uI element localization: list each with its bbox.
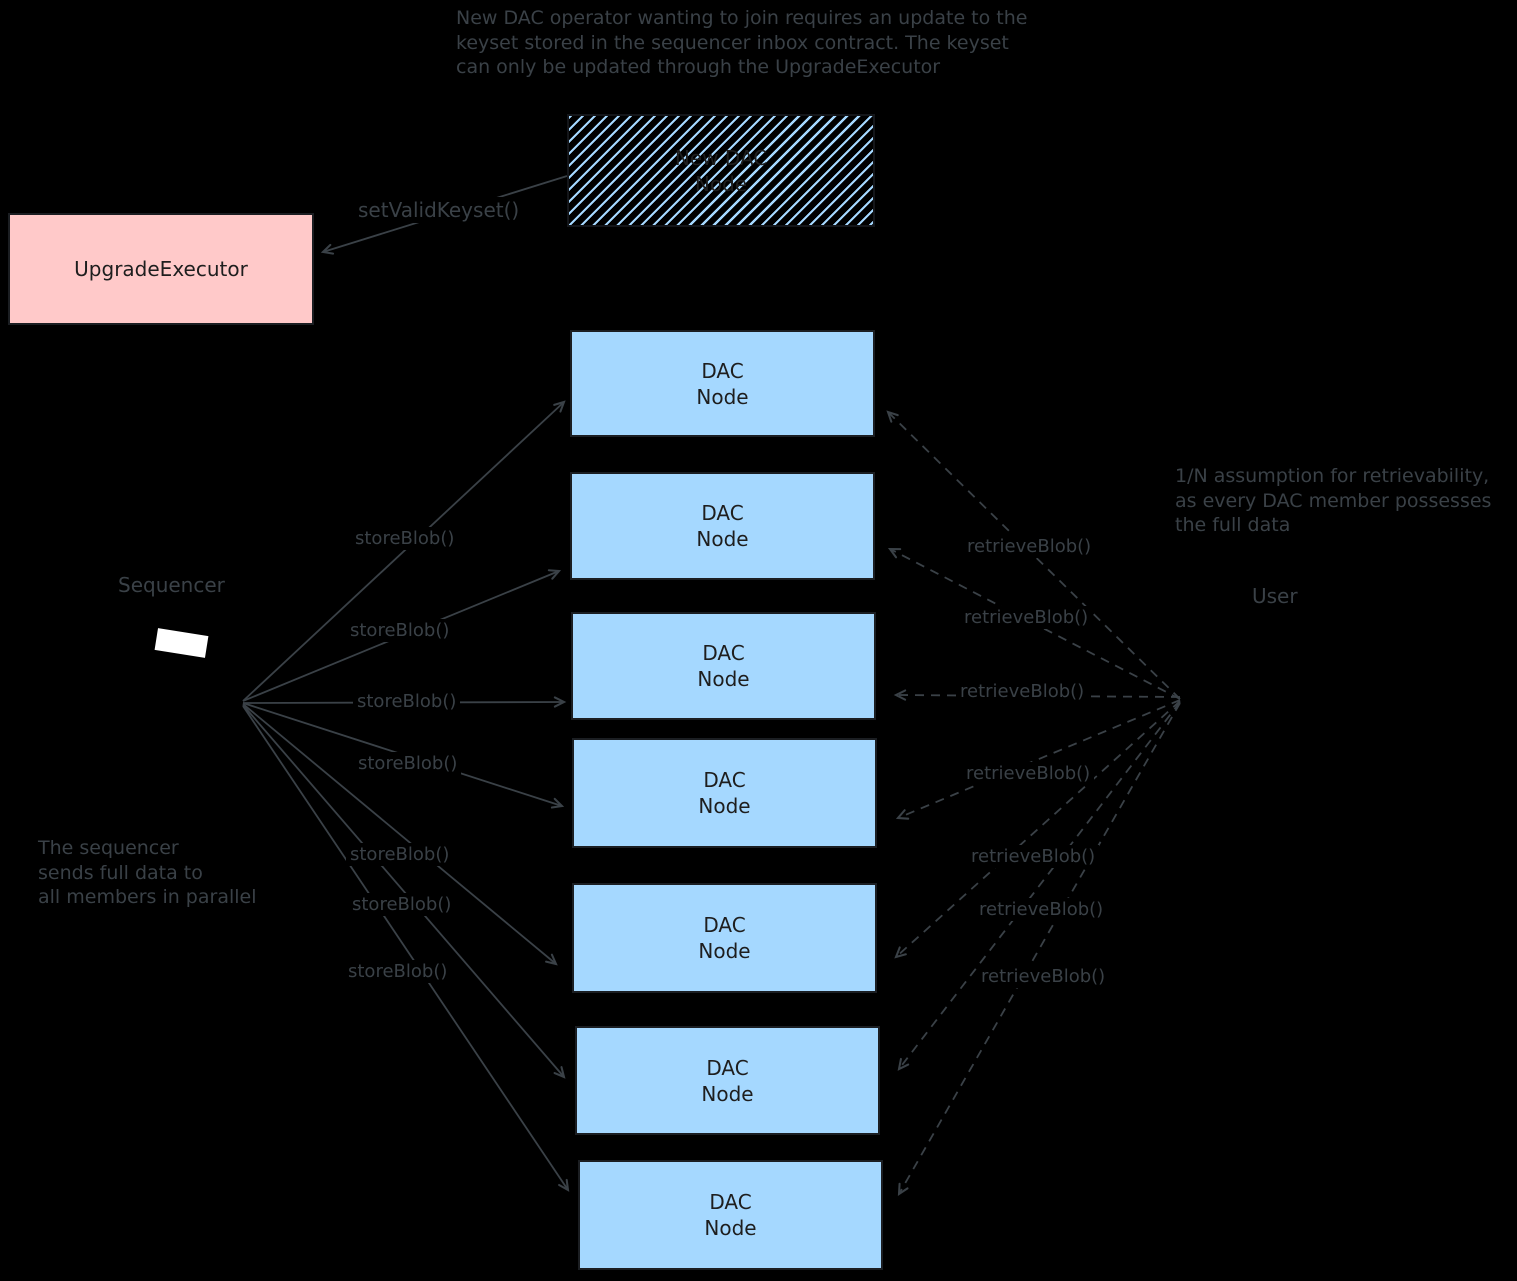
dac-node-box: DAC Node bbox=[570, 330, 875, 437]
dac-node-box: DAC Node bbox=[572, 883, 877, 993]
dac-node-label-line2: Node bbox=[697, 667, 750, 691]
dac-node-label-line2: Node bbox=[701, 1081, 754, 1106]
dac-node-label-line1: DAC bbox=[703, 913, 746, 937]
dac-node-box: DAC Node bbox=[578, 1160, 883, 1270]
set-valid-keyset-label: setValidKeyset() bbox=[354, 197, 524, 223]
dac-node-label-line1: DAC bbox=[701, 501, 744, 525]
store-blob-label: storeBlob() bbox=[344, 960, 452, 983]
retrieve-blob-label: retrieveBlob() bbox=[977, 965, 1110, 988]
dac-node-label-line1: DAC bbox=[701, 358, 744, 383]
annotation-line: New DAC operator wanting to join require… bbox=[456, 7, 1028, 29]
store-blob-label: storeBlob() bbox=[353, 690, 461, 713]
store-blob-label: storeBlob() bbox=[351, 527, 459, 550]
retrieve-blob-label: retrieveBlob() bbox=[956, 680, 1089, 703]
sequencer-label: Sequencer bbox=[118, 573, 225, 597]
retrieve-blob-arrow bbox=[886, 410, 1181, 700]
retrieve-blob-label: retrieveBlob() bbox=[967, 845, 1100, 868]
new-dac-node-label-line1: New DAC bbox=[674, 145, 768, 170]
store-blob-arrow bbox=[242, 704, 566, 1079]
annotation-line: all members in parallel bbox=[38, 886, 257, 908]
dac-node-box: DAC Node bbox=[570, 472, 875, 580]
store-blob-label: storeBlob() bbox=[348, 893, 456, 916]
annotation-line: as every DAC member possesses bbox=[1175, 489, 1492, 512]
upgrade-executor-label: UpgradeExecutor bbox=[74, 257, 248, 281]
dac-node-box: DAC Node bbox=[571, 612, 876, 720]
store-blob-arrow bbox=[242, 400, 566, 702]
retrieve-blob-label: retrieveBlob() bbox=[963, 535, 1096, 558]
annotation-retrievability: 1/N assumption for retrievability, as ev… bbox=[1175, 464, 1491, 538]
user-label: User bbox=[1252, 584, 1298, 608]
retrieve-blob-arrow bbox=[895, 699, 1181, 820]
retrieve-blob-label: retrieveBlob() bbox=[962, 762, 1095, 785]
annotation-line: keyset stored in the sequencer inbox con… bbox=[456, 31, 1009, 54]
dac-node-label-line2: Node bbox=[698, 939, 751, 963]
retrieve-blob-label: retrieveBlob() bbox=[975, 898, 1108, 921]
annotation-keyset-update: New DAC operator wanting to join require… bbox=[456, 6, 1027, 80]
dac-node-label-line2: Node bbox=[704, 1216, 757, 1240]
upgrade-executor-box: UpgradeExecutor bbox=[8, 213, 314, 325]
retrieve-blob-arrow bbox=[897, 702, 1181, 1196]
annotation-line: can only be updated through the UpgradeE… bbox=[456, 56, 941, 78]
dac-node-label-line1: DAC bbox=[709, 1190, 752, 1214]
dac-node-label-line1: DAC bbox=[706, 1055, 749, 1080]
dac-node-box: DAC Node bbox=[572, 738, 877, 848]
dac-node-label-line2: Node bbox=[698, 794, 751, 818]
annotation-line: The sequencer bbox=[38, 837, 179, 859]
retrieve-blob-label: retrieveBlob() bbox=[960, 606, 1093, 629]
annotation-line: 1/N assumption for retrievability, bbox=[1175, 465, 1490, 487]
store-blob-label: storeBlob() bbox=[346, 843, 454, 866]
store-blob-arrow bbox=[242, 703, 558, 966]
dac-node-label-line2: Node bbox=[696, 527, 749, 551]
store-blob-label: storeBlob() bbox=[346, 619, 454, 642]
new-dac-node-box: New DAC Node bbox=[567, 114, 875, 227]
dac-node-box: DAC Node bbox=[575, 1026, 880, 1135]
dac-node-label-line2: Node bbox=[696, 384, 749, 409]
annotation-line: sends full data to bbox=[38, 861, 203, 884]
store-blob-label: storeBlob() bbox=[354, 752, 462, 775]
new-dac-node-label-line2: Node bbox=[694, 171, 748, 196]
dac-node-label-line1: DAC bbox=[703, 768, 746, 792]
store-blob-arrow bbox=[242, 705, 570, 1192]
dac-node-label-line1: DAC bbox=[702, 641, 745, 665]
annotation-line: the full data bbox=[1175, 514, 1291, 536]
annotation-parallel-send: The sequencer sends full data to all mem… bbox=[38, 836, 257, 910]
retrieve-blob-arrow bbox=[897, 701, 1181, 1071]
